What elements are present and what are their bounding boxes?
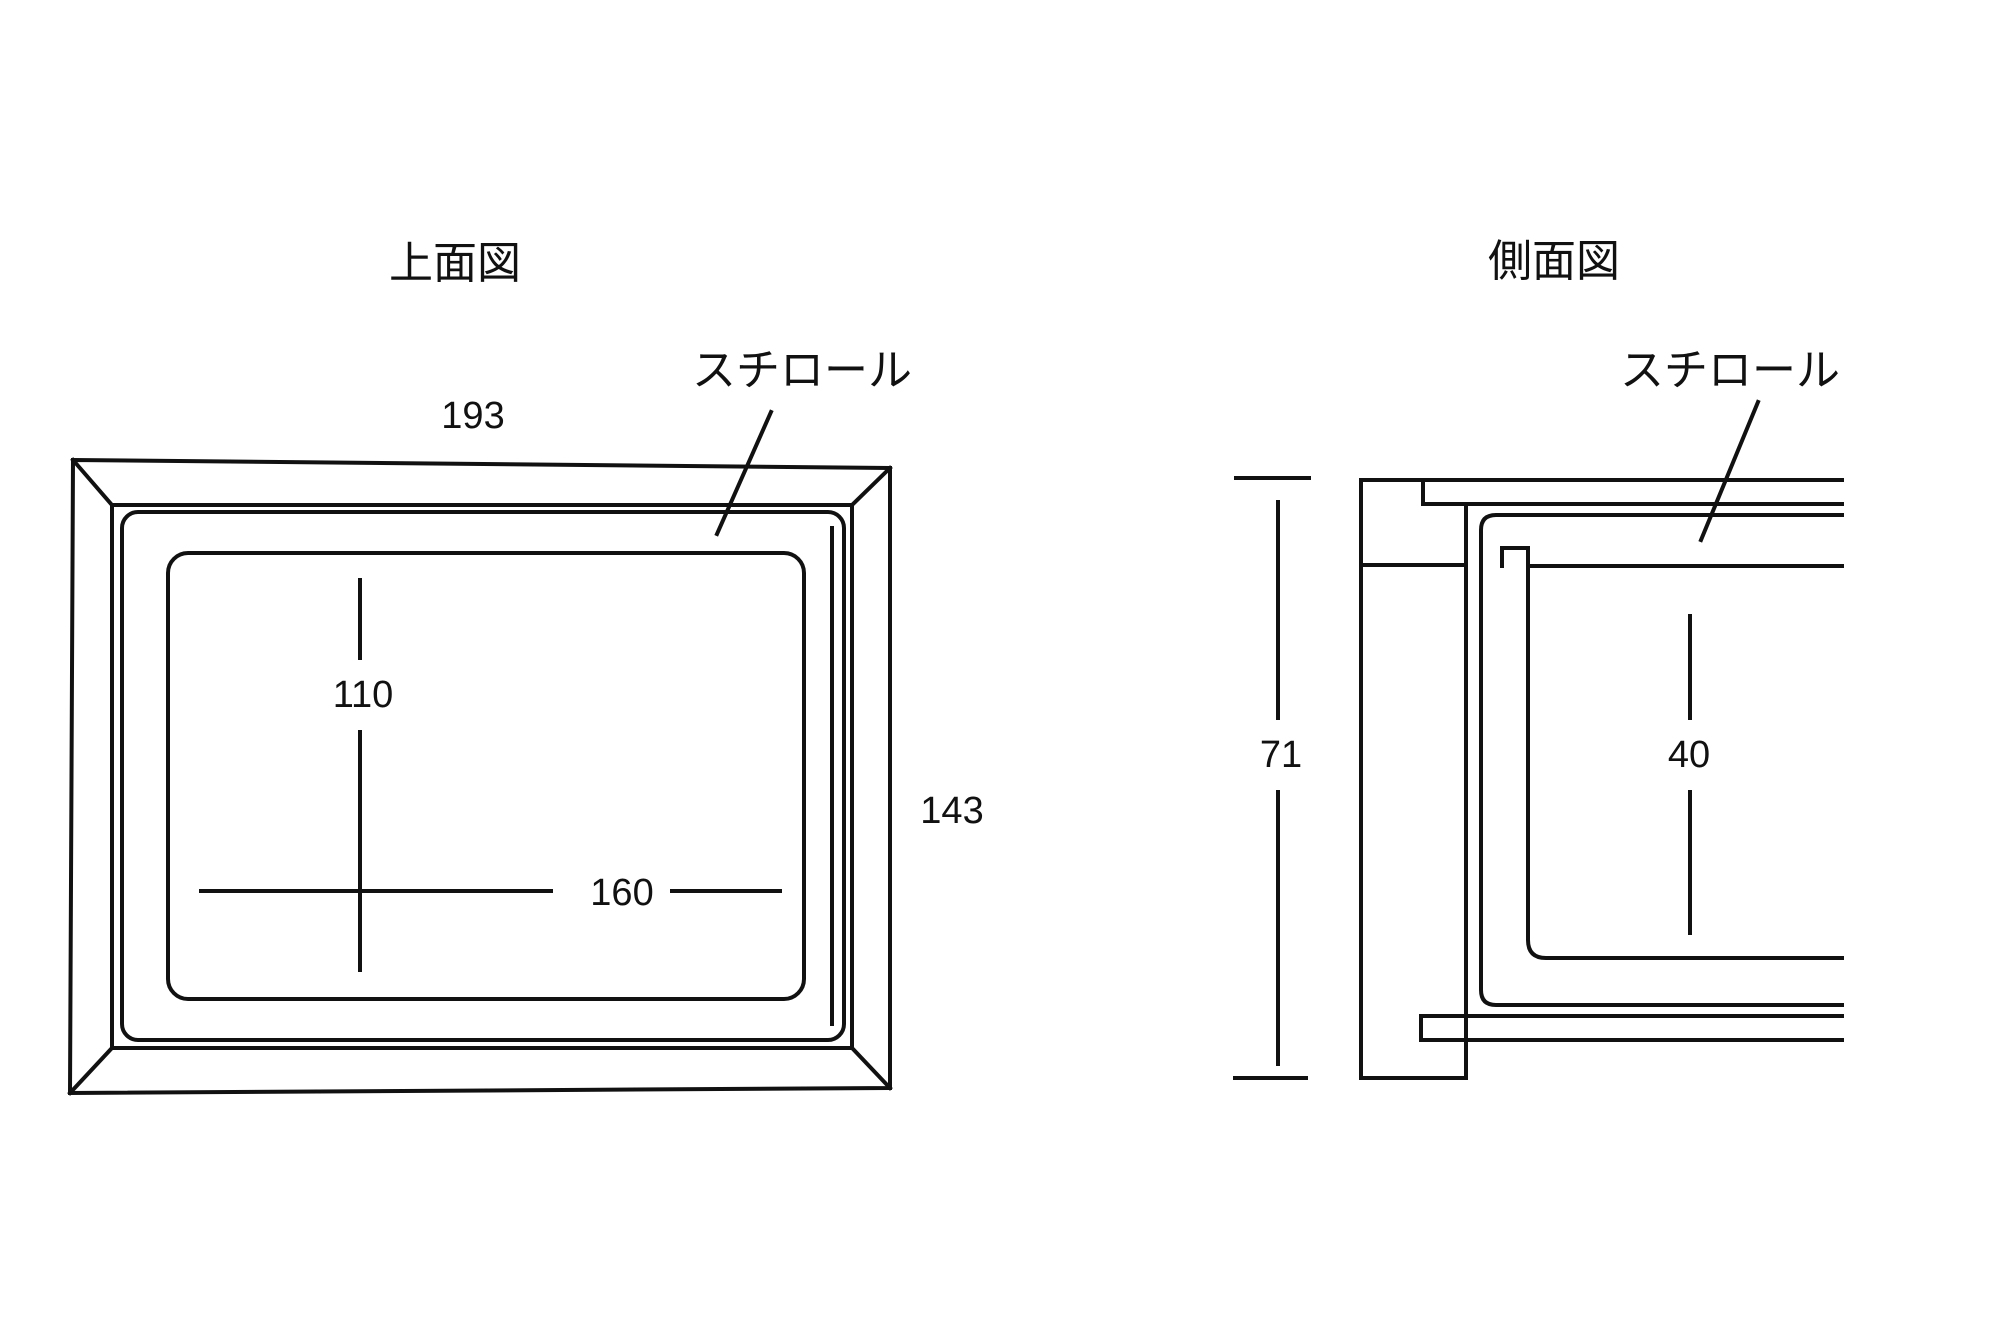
side-view-styrofoam-outer (1479, 513, 1844, 1007)
top-view-styrofoam-outline (120, 510, 846, 1042)
dim-label-inner-height-110: 110 (333, 674, 394, 716)
bevel-corner-bottom-right (849, 1045, 893, 1091)
side-view-back-board (1419, 1014, 1844, 1042)
bevel-corner-top-left (70, 457, 115, 508)
top-view-inner-recess (166, 551, 806, 1001)
top-view-title: 上面図 (389, 238, 521, 289)
bevel-corner-top-right (849, 465, 893, 508)
top-view-bevel-inner-edge (110, 503, 854, 1050)
side-view-styrofoam-inner (1500, 546, 1844, 960)
side-view: 側面図 71 スチロール 40 (1233, 236, 1844, 1080)
dim-label-height-143: 143 (920, 790, 983, 832)
dim-label-inner-width-160: 160 (590, 872, 653, 914)
side-view-material-label: スチロール (1620, 345, 1840, 396)
side-view-title: 側面図 (1488, 236, 1620, 287)
dim-label-inner-depth-40: 40 (1668, 734, 1710, 776)
side-view-material-leader (1698, 399, 1761, 543)
dim-label-total-height-71: 71 (1260, 734, 1302, 776)
dim-label-width-193: 193 (441, 395, 504, 437)
side-view-frame-profile (1359, 478, 1468, 1080)
top-view: 上面図 スチロール 193 143 110 160 (67, 238, 984, 1096)
top-view-material-label: スチロール (692, 345, 912, 396)
bevel-corner-bottom-left (67, 1045, 115, 1096)
top-view-material-leader (714, 409, 774, 537)
